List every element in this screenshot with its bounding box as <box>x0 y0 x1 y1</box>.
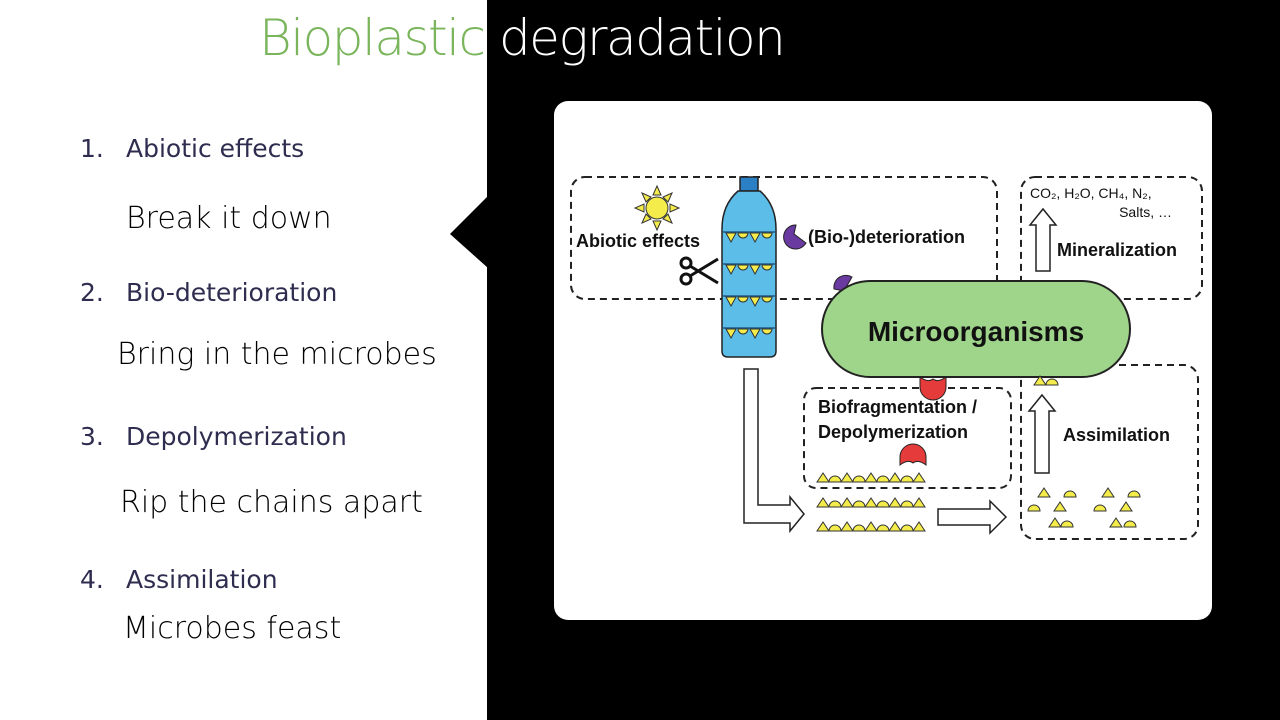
monomer-chain <box>817 522 925 531</box>
monomer-chain <box>817 473 925 482</box>
down-right-arrow-icon <box>743 368 805 534</box>
red-enzyme-icon <box>919 376 947 401</box>
up-arrow-assimilation-icon <box>1027 393 1057 474</box>
monomer-chain <box>817 498 925 507</box>
step-3-heading: Depolymerization <box>126 422 347 451</box>
mineralization-products-line1: CO₂, H₂O, CH₄, N₂, <box>1030 185 1152 201</box>
step-2-description: Bring in the microbes <box>117 337 437 372</box>
microorganisms-blob <box>821 280 1131 378</box>
step-1-number: 1. <box>80 134 104 163</box>
slide-title: Bioplastic degradation <box>259 6 786 70</box>
title-word-bioplastic: Bioplastic <box>259 9 486 67</box>
abiotic-dashed-box <box>570 176 998 300</box>
right-arrow-icon <box>937 499 1008 535</box>
sun-icon <box>633 184 681 232</box>
degradation-diagram-card: Abiotic effects (Bio-)deterioration <box>554 101 1212 620</box>
scissors-icon <box>679 256 719 286</box>
mineralization-label: Mineralization <box>1057 240 1177 260</box>
microorganisms-label: Microorganisms <box>868 316 1084 347</box>
pointer-arrow-icon <box>450 196 488 268</box>
biofragmentation-dashed-box <box>803 387 1012 489</box>
step-3-number: 3. <box>80 422 104 451</box>
step-2-heading: Bio-deterioration <box>126 278 338 307</box>
degradation-diagram: Abiotic effects (Bio-)deterioration <box>570 176 1203 540</box>
mineralization-dashed-box <box>1020 176 1203 300</box>
mineralization-products-line2: Salts, … <box>1119 204 1172 220</box>
step-3-description: Rip the chains apart <box>120 485 423 520</box>
step-4-heading: Assimilation <box>126 565 278 594</box>
depolymerization-label: Depolymerization <box>818 422 968 442</box>
biofragmentation-label: Biofragmentation / <box>818 397 977 417</box>
abiotic-effects-label: Abiotic effects <box>576 231 700 251</box>
red-enzyme-cutter-icon <box>899 443 927 466</box>
step-4-number: 4. <box>80 565 104 594</box>
step-1-description: Break it down <box>126 201 332 236</box>
step-4-description: Microbes feast <box>123 611 342 646</box>
purple-enzyme-icon <box>783 224 807 250</box>
purple-enzyme-small-icon <box>833 274 853 292</box>
plastic-bottle-icon <box>721 176 777 358</box>
up-arrow-mineralization-icon <box>1028 207 1058 272</box>
step-2-number: 2. <box>80 278 104 307</box>
biodeterioration-label: (Bio-)deterioration <box>808 227 965 247</box>
step-1-heading: Abiotic effects <box>126 134 305 163</box>
assimilation-label: Assimilation <box>1063 425 1170 445</box>
title-word-degradation: degradation <box>498 9 786 67</box>
